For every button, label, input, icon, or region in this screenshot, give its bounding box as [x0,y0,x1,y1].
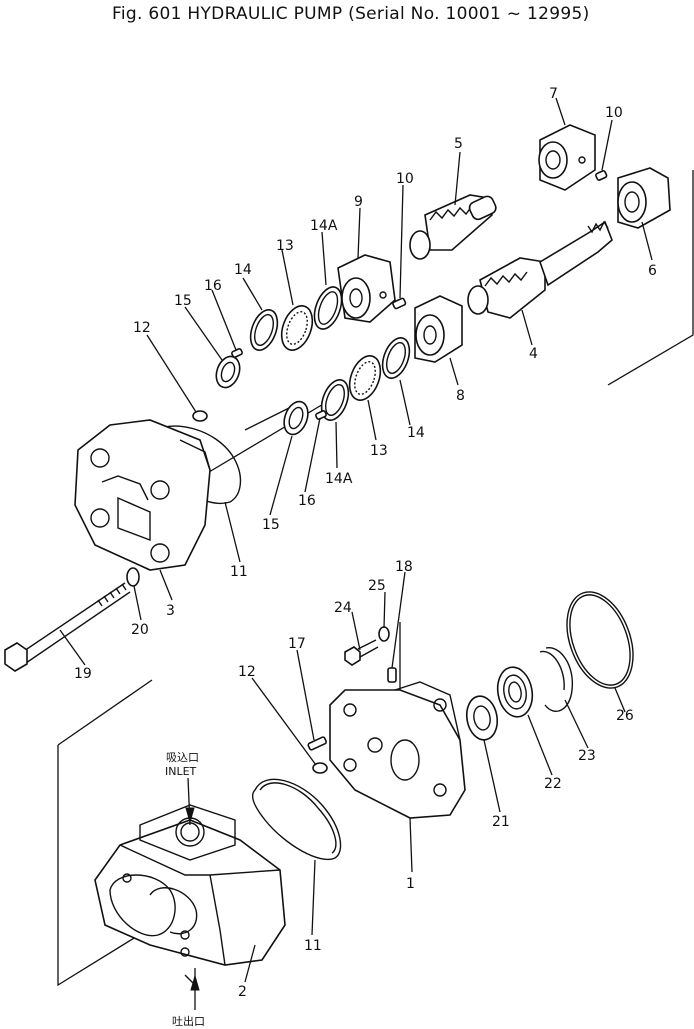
part-25-washer [378,626,390,642]
callout-25: 25 [368,578,386,594]
inlet-japanese-label: 吸込口 [166,751,199,764]
part-9-bushing-block [337,254,396,323]
inlet-label: INLET [165,765,197,778]
callout-12: 12 [238,664,256,680]
callout-22: 22 [544,776,562,792]
part-24-bolt [344,639,379,666]
callout-19: 19 [74,666,92,682]
outlet-japanese-label: 吐出口 [172,1014,205,1028]
callout-14: 14 [407,425,425,441]
part-8-bushing-block [414,295,463,363]
callout-14: 14 [234,262,252,278]
callout-labels: 7 10 5 10 9 14A 13 14 16 15 12 6 4 8 14 … [74,86,657,1028]
part-19-bolt [4,582,131,672]
part-2-pump-housing [94,804,286,966]
part-17-dowel-pin [307,736,327,751]
part-16-pin-lower [315,410,327,420]
part-20-washer [126,567,140,587]
callout-23: 23 [578,748,596,764]
part-16-pin-upper [231,348,243,358]
callout-2: 2 [238,984,247,1000]
part-10-dowel-pin-right [595,170,608,181]
outlet-arrow [190,968,200,1010]
part-7-bushing-block [538,124,596,191]
callout-13: 13 [370,443,388,459]
callout-14A: 14A [325,471,353,487]
callout-26: 26 [616,708,634,724]
callout-9: 9 [354,194,363,210]
callout-17: 17 [288,636,306,652]
callout-5: 5 [454,136,463,152]
callout-1: 1 [406,876,415,892]
part-11-o-ring-lower [252,778,342,861]
callout-6: 6 [648,263,657,279]
part-26-o-ring [566,591,634,689]
callout-11: 11 [230,564,248,580]
part-6-bushing [617,167,671,229]
part-3-front-cover [74,419,211,571]
part-21-oil-seal [465,695,499,741]
part-4-driven-gear-shaft [467,220,613,319]
callout-4: 4 [529,346,538,362]
part-22-bearing [496,666,534,718]
part-12-o-ring-lower [312,762,328,774]
callout-15: 15 [174,293,192,309]
callout-3: 3 [166,603,175,619]
part-14-backup-ring-upper [249,309,279,351]
inlet-arrow [185,777,195,826]
callout-13: 13 [276,238,294,254]
part-13-seal-lower [348,355,382,401]
part-5-drive-gear-shaft [409,194,497,260]
callout-8: 8 [456,388,465,404]
callout-10: 10 [605,105,623,121]
callout-16: 16 [298,493,316,509]
callout-10: 10 [396,171,414,187]
part-13-seal-upper [280,305,314,351]
callout-20: 20 [131,622,149,638]
callout-14A: 14A [310,218,338,234]
callout-21: 21 [492,814,510,830]
part-10-dowel-pin-middle [392,297,407,310]
leader-lines [59,97,653,983]
part-1-rear-cover [329,681,466,819]
callout-12: 12 [133,320,151,336]
callout-11: 11 [304,938,322,954]
callout-7: 7 [549,86,558,102]
callout-24: 24 [334,600,352,616]
part-23-snap-ring [539,647,574,712]
part-14A-backup-ring-lower [320,379,350,421]
part-14A-backup-ring-upper [313,286,343,330]
part-15-seal-ring-upper [215,355,241,389]
part-18-plug [387,667,397,683]
callout-15: 15 [262,517,280,533]
figure-title: Fig. 601 HYDRAULIC PUMP (Serial No. 1000… [112,4,590,24]
callout-18: 18 [395,559,413,575]
part-14-backup-ring-lower [381,337,411,379]
part-12-o-ring-upper [192,410,208,422]
callout-16: 16 [204,278,222,294]
part-15-seal-ring-lower [283,400,309,436]
